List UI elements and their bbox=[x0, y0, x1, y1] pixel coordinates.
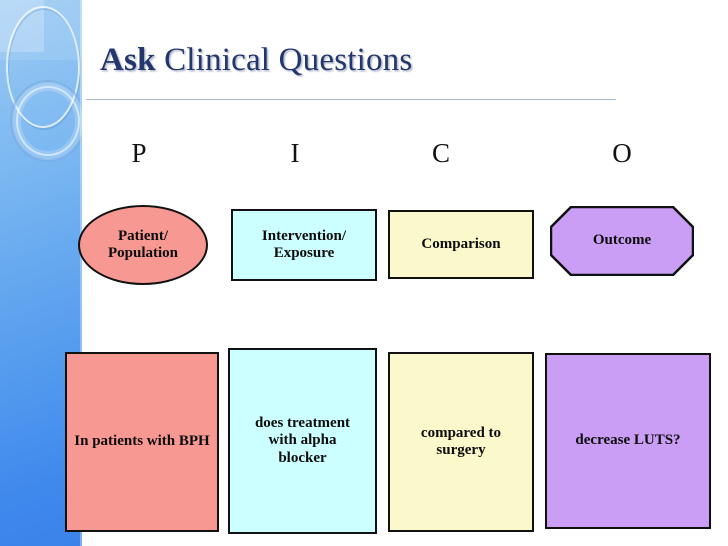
framework-shape-comparison: Comparison bbox=[388, 210, 534, 279]
octagon-shape-icon bbox=[550, 206, 694, 276]
framework-label-population-line1: Patient/ bbox=[118, 227, 168, 244]
framework-label-outcome-wrap: Outcome bbox=[550, 206, 694, 276]
example-box-intervention: does treatment with alpha blocker bbox=[228, 348, 377, 534]
decorative-ring-inner-icon bbox=[16, 86, 80, 156]
example-box-population: In patients with BPH bbox=[65, 352, 219, 532]
framework-label-outcome: Outcome bbox=[592, 232, 652, 249]
framework-label-intervention: Intervention/Exposure bbox=[262, 228, 346, 263]
framework-shape-intervention: Intervention/Exposure bbox=[231, 209, 377, 281]
page-title-emphasis: Ask bbox=[100, 42, 156, 78]
example-label-comparison: compared to surgery bbox=[420, 424, 502, 458]
decorative-ring-arc-icon bbox=[10, 80, 82, 162]
example-label-outcome: decrease LUTS? bbox=[575, 432, 681, 449]
framework-label-population-line2: Population bbox=[107, 245, 179, 261]
framework-shape-outcome: Outcome bbox=[550, 206, 694, 276]
page-title-rest: Clinical Questions bbox=[155, 42, 413, 78]
pico-letter-c: C bbox=[431, 138, 450, 168]
framework-label-population: Patient/Population bbox=[108, 228, 178, 263]
example-box-comparison: compared to surgery bbox=[388, 352, 534, 532]
example-label-intervention: does treatment with alpha blocker bbox=[254, 414, 351, 466]
framework-label-comparison: Comparison bbox=[421, 235, 501, 252]
pico-letter-o: O bbox=[612, 138, 632, 168]
pico-letter-i: I bbox=[290, 138, 300, 168]
sidebar-edge-highlight bbox=[80, 0, 82, 546]
title-divider bbox=[86, 99, 616, 100]
decorative-sidebar-band bbox=[0, 0, 82, 546]
pico-letter-p: P bbox=[131, 138, 147, 168]
example-label-population: In patients with BPH bbox=[74, 433, 210, 450]
page-title: Ask Clinical Questions bbox=[100, 42, 412, 79]
framework-label-intervention-line1: Intervention/ bbox=[261, 227, 347, 244]
framework-shape-population: Patient/Population bbox=[78, 205, 208, 285]
framework-label-intervention-line2: Exposure bbox=[273, 245, 335, 261]
example-box-outcome: decrease LUTS? bbox=[545, 353, 711, 529]
